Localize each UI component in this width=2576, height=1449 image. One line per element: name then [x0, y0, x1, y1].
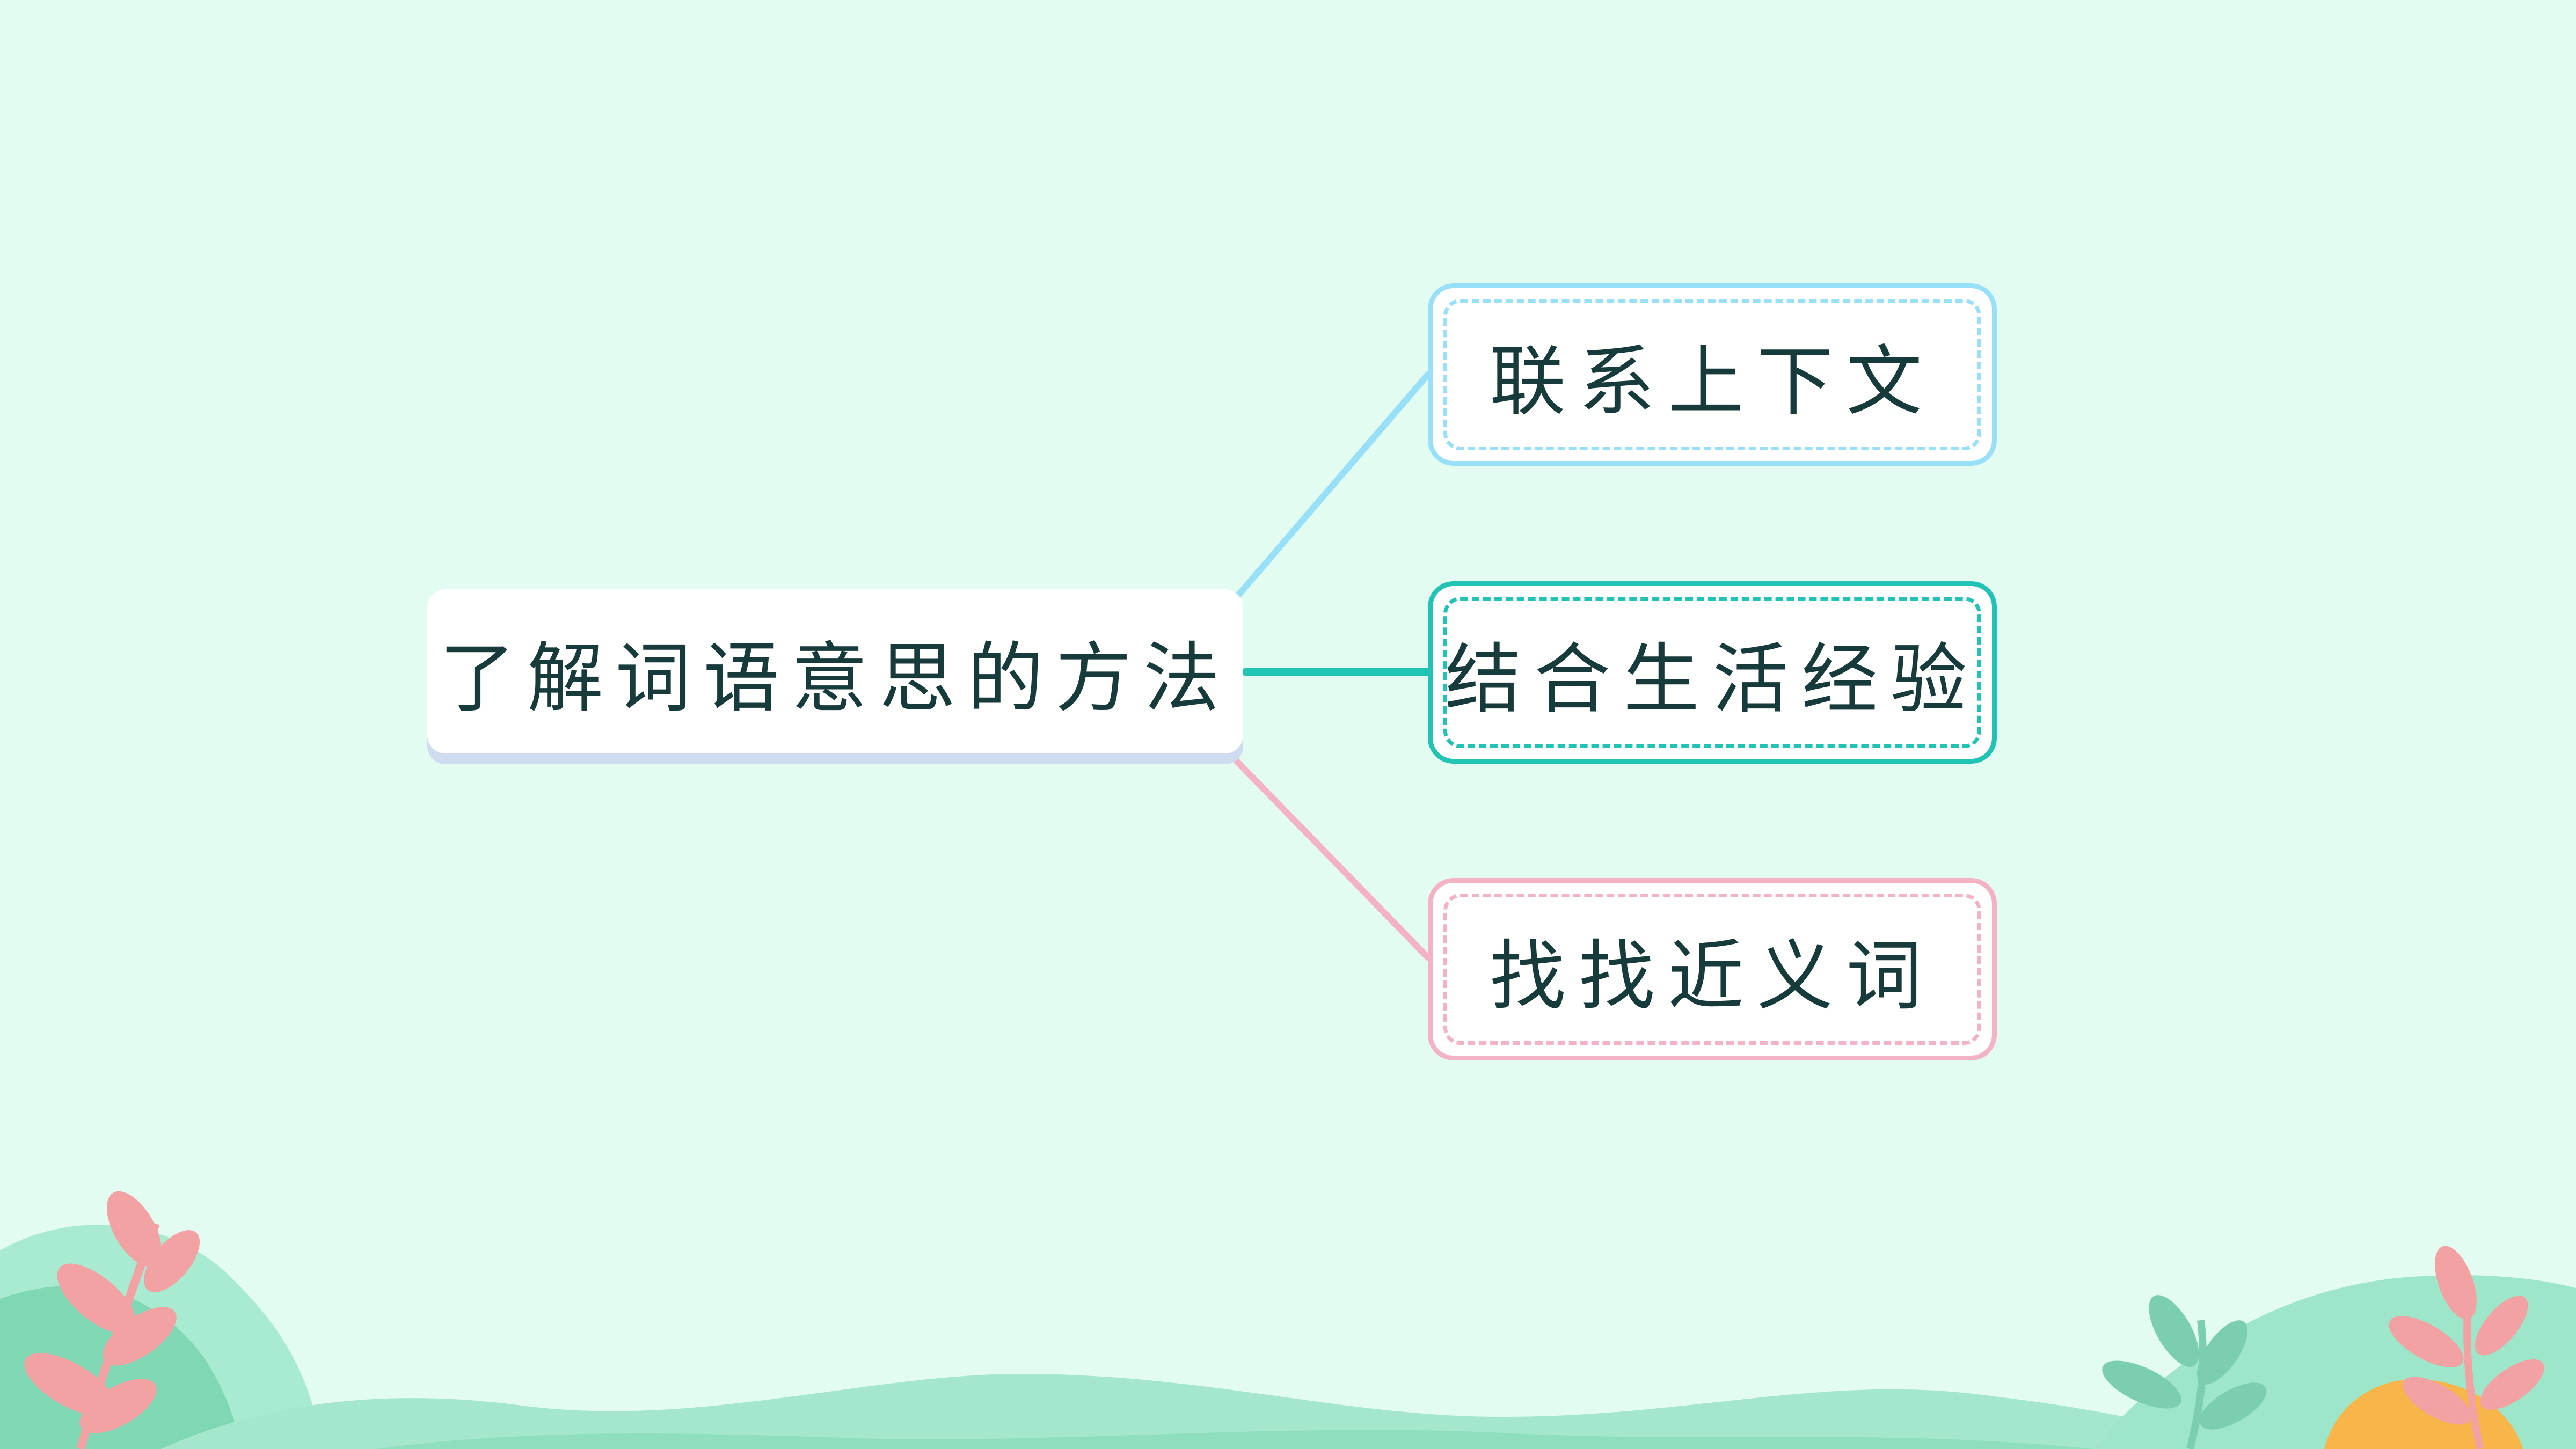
root-node-label: 了解词语意思的方法	[439, 634, 1231, 723]
branch-node-label: 找找近义词	[1490, 932, 1935, 1021]
branch-node-label: 联系上下文	[1490, 338, 1935, 426]
connector-line-3	[1226, 750, 1431, 961]
branch-node-synonyms: 找找近义词	[1428, 878, 1997, 1060]
branch-node-context: 联系上下文	[1428, 283, 1997, 466]
root-node: 了解词语意思的方法	[427, 589, 1243, 753]
branch-node-inner-border	[1443, 299, 1981, 450]
branch-node-inner-border	[1443, 894, 1981, 1045]
branch-node-inner-border	[1443, 597, 1981, 748]
connector-line-1	[1235, 371, 1431, 599]
branch-node-life-experience: 结合生活经验	[1428, 581, 1997, 764]
branch-node-label: 结合生活经验	[1445, 635, 1980, 724]
